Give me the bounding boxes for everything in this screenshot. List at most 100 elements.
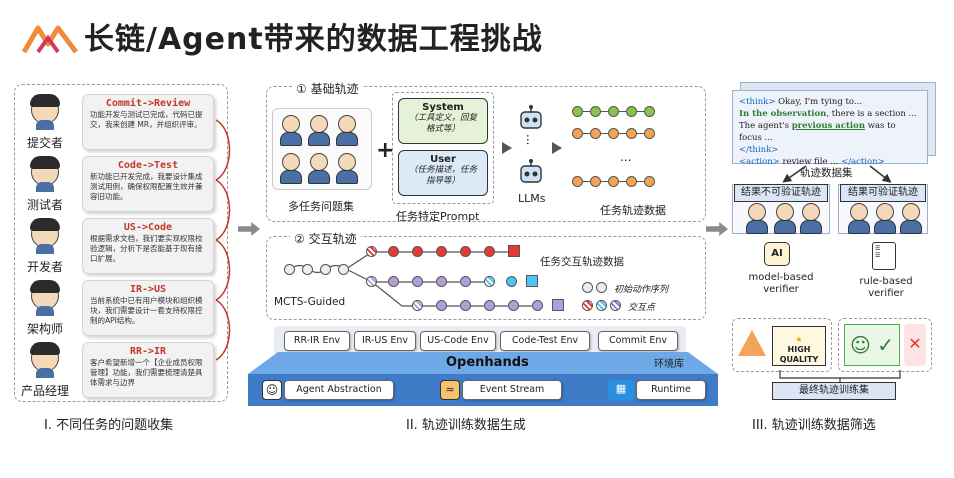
problem-set-group [272,108,372,190]
role-label: 提交者 [26,136,63,150]
rules-doc-icon: ☰☰ [872,242,896,270]
trace-line-1: Okay, I'm tying to... [775,97,862,107]
mcts-node [412,246,423,257]
arrow-prompt-llm [502,142,512,154]
traj-node [572,176,583,187]
high-quality-text: HIGH QUALITY [779,345,819,364]
traj-set-label: 轨迹数据集 [800,167,853,179]
legend-interaction-blue [596,300,607,311]
agent-abstraction-icon: ☺ [262,380,282,400]
mcts-node [366,276,377,287]
person-avatar-icon [30,94,60,130]
mcts-node [484,246,495,257]
env-library-label: 环境库 [654,359,684,370]
mcts-node [412,300,423,311]
model-verifier-label: model-based verifier [748,272,814,295]
mcts-terminal-node [526,275,538,287]
rule-verifier-label: rule-based verifier [859,276,913,299]
traj-node [608,106,619,117]
agent-abstraction-box: Agent Abstraction [284,380,394,400]
traj-node [572,106,583,117]
trace-card: <think> Okay, I'm tying to... In the obs… [732,90,928,167]
llm-dots: ... [524,134,538,146]
verifiable-label: 结果可验证轨迹 [840,184,926,202]
interactive-data-label: 任务交互轨迹数据 [540,256,624,268]
mcts-node [436,300,447,311]
legend-interaction-red [582,300,593,311]
model-filter-panel [732,318,832,372]
traj-node [590,106,601,117]
person-avatar-icon [30,280,60,316]
mcts-node [366,246,377,257]
prompt-panel [392,92,494,204]
trace-line-5: review file ... [779,157,842,167]
mcts-node [460,246,471,257]
runtime-box: Runtime [636,380,706,400]
env-box-3: Code-Test Env [500,331,590,351]
mcts-terminal-node [508,245,520,257]
unverifiable-label: 结果不可验证轨迹 [734,184,828,202]
env-box-2: US-Code Env [420,331,496,351]
event-stream-box: Event Stream [462,380,562,400]
problem-set-label: 多任务问题集 [288,200,354,213]
traj-node [608,128,619,139]
person-avatar-icon [30,156,60,192]
mcts-node [320,264,331,275]
person-avatar-icon [30,342,60,378]
openhands-title: Openhands [446,355,529,370]
section2-label: II. 轨迹训练数据生成 [406,418,526,433]
event-stream-icon: ≈ [440,380,460,400]
docker-icon: ▦ [608,380,634,400]
role-label: 开发者 [26,260,63,274]
user-subtitle: （任务描述，任务指导等） [408,165,477,186]
task-card-title: IR->US [129,284,167,295]
section3-label: III. 轨迹训练数据筛选 [752,418,876,433]
flow-curves [215,119,231,361]
mcts-node [412,276,423,287]
legend-interaction-purple [610,300,621,311]
system-box: System （工具定义，回复格式等） [398,98,488,144]
task-card-title: Commit->Review [105,98,191,109]
legend-initial-node-2 [596,282,607,293]
mcts-node [506,276,517,287]
arrow-to-filtering [706,222,728,236]
task-card-title: US->Code [123,222,173,233]
role-3: 架构师 [18,278,72,348]
traj-node [590,176,601,187]
task-card-title: Code->Test [117,160,179,171]
role-label: 测试者 [26,198,63,212]
traj-node [644,106,655,117]
role-2: 开发者 [18,216,72,286]
ai-chip-icon: AI [764,242,790,266]
mcts-node [302,264,313,275]
fail-cross-icon: ✕ [904,324,926,366]
rule-filter-panel [838,318,932,372]
user-box: User （任务描述，任务指导等） [398,150,488,196]
mcts-node [436,246,447,257]
mcts-node [484,300,495,311]
env-box-0: RR-IR Env [284,331,350,351]
plus-sign: + [376,138,395,163]
role-1: 测试者 [18,154,72,224]
task-card-text: 当前系统中已有用户模块和组织模块，我们需要设计一套支持权限控制的API结构。 [90,296,203,325]
mcts-node [460,276,471,287]
task-card-text: 新功能已开发完成，我要设计集成测试用例，确保权限配置生效并兼容旧功能。 [90,172,203,201]
interactive-heading: ② 交互轨迹 [290,230,361,247]
traj-link [583,111,655,112]
legend-initial-node [582,282,593,293]
mcts-node [284,264,295,275]
role-label: 产品经理 [20,384,69,398]
star-icon: ★ [795,335,803,344]
trace-highlight-action: previous action [791,121,865,131]
system-subtitle: （工具定义，回复格式等） [408,113,477,134]
mcts-node [484,276,495,287]
legend-interaction-label: 交互点 [628,303,656,313]
traj-node [590,128,601,139]
interactive-trajectory-panel [266,236,706,320]
arrow-llm-traj [552,142,562,154]
action-open-tag: <action> [739,157,780,167]
think-close-tag: </think> [739,145,779,155]
